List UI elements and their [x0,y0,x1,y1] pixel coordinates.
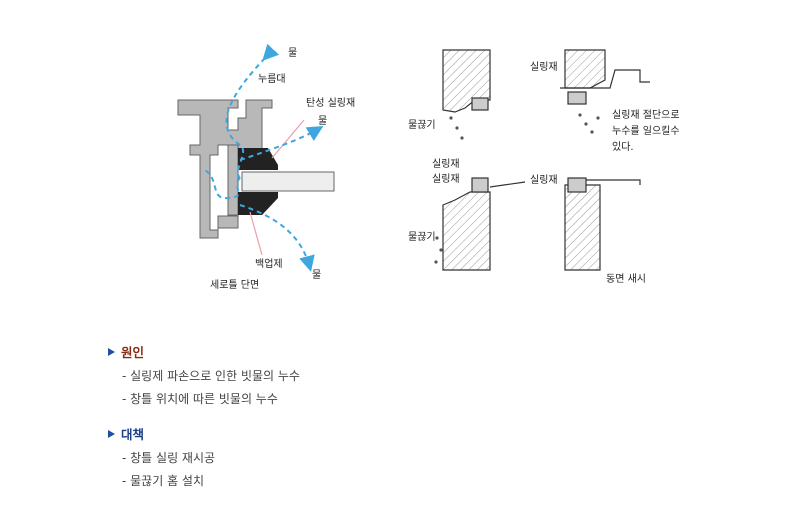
bullet-triangle-icon [108,429,115,438]
label-sealant-4: 실링재 [530,174,558,186]
frame-section: 물 누름대 탄성 실링재 물 백업제 물 세로틀 단면 [177,43,355,291]
wall-block-bottom-left [442,191,491,271]
measure-title: 대책 [121,427,145,442]
label-sealant-1: 실링재 [432,158,460,170]
label-water-top: 물 [288,47,297,59]
water-path-upper [225,43,280,179]
water-drops [434,113,600,264]
label-elastic-sealant: 탄성 실링재 [306,97,355,109]
elastic-sealant-shape [238,148,278,170]
label-sealant-3: 실링재 [530,61,558,73]
caption-left: 세로틀 단면 [210,279,259,291]
label-water-bottom: 물 [312,269,321,281]
measure-item: - 창틀 실링 재시공 [122,451,216,465]
glass-pane [241,171,335,192]
water-path-lower [239,204,315,272]
wall-block-top-left [442,49,491,113]
measure-item: - 물끊기 홈 설치 [122,474,205,488]
label-sealant-2: 실링재 [432,173,460,185]
water-path-right [239,125,324,161]
sill-bottom-right [586,179,641,185]
sealant-pointer [271,119,305,159]
label-drip-ledge: 누름대 [258,73,286,85]
bullet-triangle-icon [108,347,115,356]
cause-item: - 실링제 파손으로 인한 빗물의 누수 [122,369,300,383]
measure-section: 대책 - 창틀 실링 재시공 - 물끊기 홈 설치 [108,424,215,489]
cause-item: - 창틀 위치에 따른 빗물의 누수 [122,392,278,406]
aluminum-frame [177,99,273,239]
wall-block-bottom-right [564,184,601,271]
wall-block-top-right [564,49,606,89]
cause-section: 원인 - 실링제 파손으로 인한 빗물의 누수 - 창틀 위치에 따른 빗물의 … [108,342,300,407]
note-line-2: 누수를 일으킬수 [612,124,680,137]
sealant-box-4 [567,177,587,193]
note-line-1: 실링재 절단으로 [612,108,680,121]
cause-title: 원인 [121,345,145,360]
cause-heading: 원인 [108,342,300,361]
sill-top-right [560,69,650,89]
frame-flange [227,144,239,216]
sealant-box-3 [567,91,587,105]
measure-heading: 대책 [108,424,215,443]
sealant-box-1 [471,97,489,111]
backup-shape [238,192,278,215]
sealant-box-2 [471,177,489,193]
water-path-mid [204,169,241,200]
caption-right: 동면 새시 [606,273,646,285]
rod [489,181,526,188]
sash-sketches [442,49,650,271]
leak-diagram: 물 누름대 탄성 실링재 물 백업제 물 세로틀 단면 물끊기 실링재 실링재 … [177,43,680,291]
label-water-mid: 물 [318,115,327,127]
label-drip-groove-1: 물끊기 [408,119,436,131]
label-drip-groove-2: 물끊기 [408,231,436,243]
backup-pointer [249,211,263,256]
label-backup: 백업제 [255,257,283,270]
note-line-3: 있다. [612,141,634,153]
